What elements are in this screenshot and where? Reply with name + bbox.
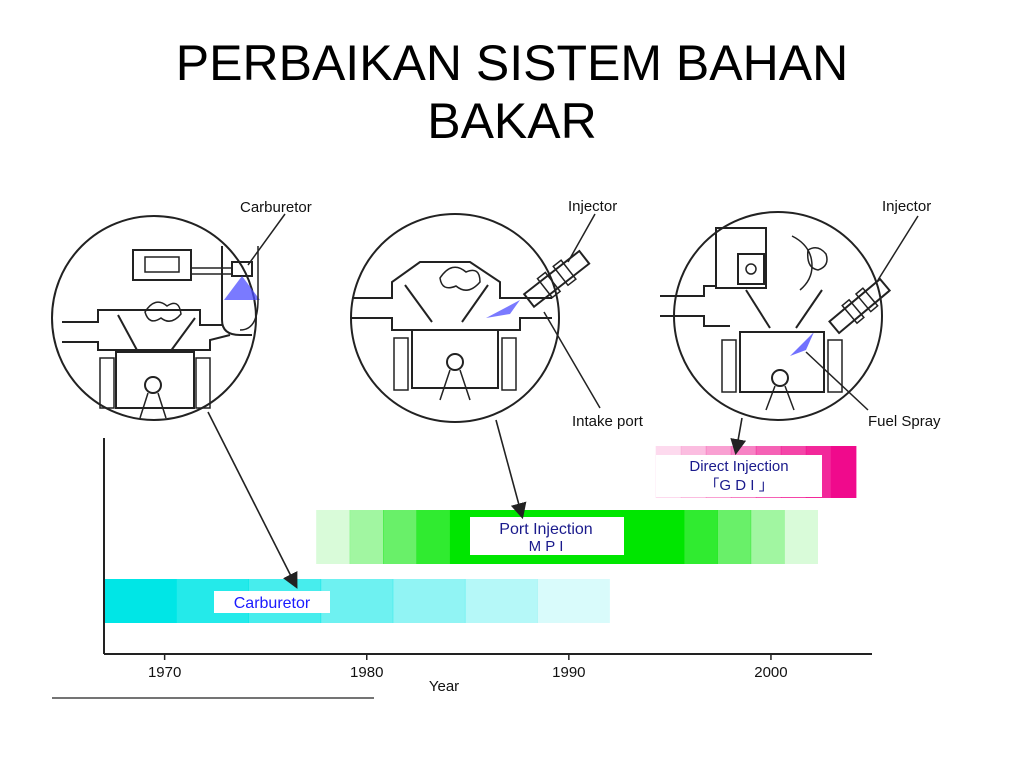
era-port-injection-label-box	[470, 517, 624, 555]
callout-injector-port: Injector	[567, 198, 617, 263]
callout-intake-port-label: Intake port	[572, 413, 644, 430]
x-axis-ticks: 1970 1980 1990 2000	[148, 654, 788, 681]
era-bar-segment-port-injection	[349, 510, 384, 564]
callout-injector-direct: Injector	[877, 198, 931, 281]
x-axis-label: Year	[429, 678, 459, 695]
era-bar-segment-port-injection	[784, 510, 818, 564]
era-carburetor-label: Carburetor	[234, 595, 311, 612]
callout-injector-port-label: Injector	[568, 198, 617, 215]
callout-fuel-spray: Fuel Spray	[805, 351, 941, 430]
x-tick-label: 2000	[754, 664, 787, 681]
era-bar-segment-port-injection	[717, 510, 752, 564]
engine-port-injection-icon	[350, 213, 591, 423]
callout-fuel-spray-label: Fuel Spray	[868, 413, 941, 430]
callout-carburetor-label: Carburetor	[240, 199, 312, 216]
callout-intake-port: Intake port	[543, 311, 644, 430]
arrow-direct-injection	[730, 417, 747, 456]
era-bar-segment-port-injection	[316, 510, 351, 564]
title-line-1: PERBAIKAN SISTEM BAHAN	[175, 35, 849, 91]
title-line-2: BAKAR	[427, 93, 597, 149]
era-bar-segment-carburetor	[320, 579, 394, 623]
callout-carburetor: Carburetor	[240, 199, 312, 266]
era-bar-segment-port-injection	[383, 510, 417, 564]
engine-carburetor-icon	[51, 215, 260, 421]
era-direct-injection-label-box	[656, 455, 822, 497]
x-tick-label: 1970	[148, 664, 181, 681]
era-bar-segment-carburetor	[104, 579, 177, 623]
slide-title: PERBAIKAN SISTEM BAHAN BAKAR	[0, 34, 1024, 150]
era-bar-segment-carburetor	[464, 579, 538, 623]
era-direct-injection-label-1: Direct Injection	[689, 458, 788, 475]
engine-direct-injection-icon	[660, 211, 892, 421]
era-bar-segment-port-injection	[683, 510, 718, 564]
era-port-injection-label-1: Port Injection	[499, 521, 592, 538]
era-bar-segment-direct-injection	[830, 446, 857, 498]
timeline-chart: Carburetor Port Injection M P I Direct I…	[52, 411, 872, 699]
callout-injector-direct-label: Injector	[882, 198, 931, 215]
era-carburetor-label-box	[214, 591, 330, 613]
era-bar-segment-carburetor	[537, 579, 610, 623]
x-tick-label: 1980	[350, 664, 383, 681]
era-port-injection-label-2: M P I	[529, 538, 564, 555]
era-bar-segment-port-injection	[416, 510, 451, 564]
era-bar-segment-carburetor	[392, 579, 466, 623]
arrow-port-injection	[495, 419, 527, 520]
x-tick-label: 1990	[552, 664, 585, 681]
era-bar-segment-port-injection	[650, 510, 685, 564]
era-direct-injection-label-2: 「G D I 」	[704, 477, 773, 494]
era-bar-segment-port-injection	[750, 510, 785, 564]
arrow-carburetor	[207, 411, 298, 589]
